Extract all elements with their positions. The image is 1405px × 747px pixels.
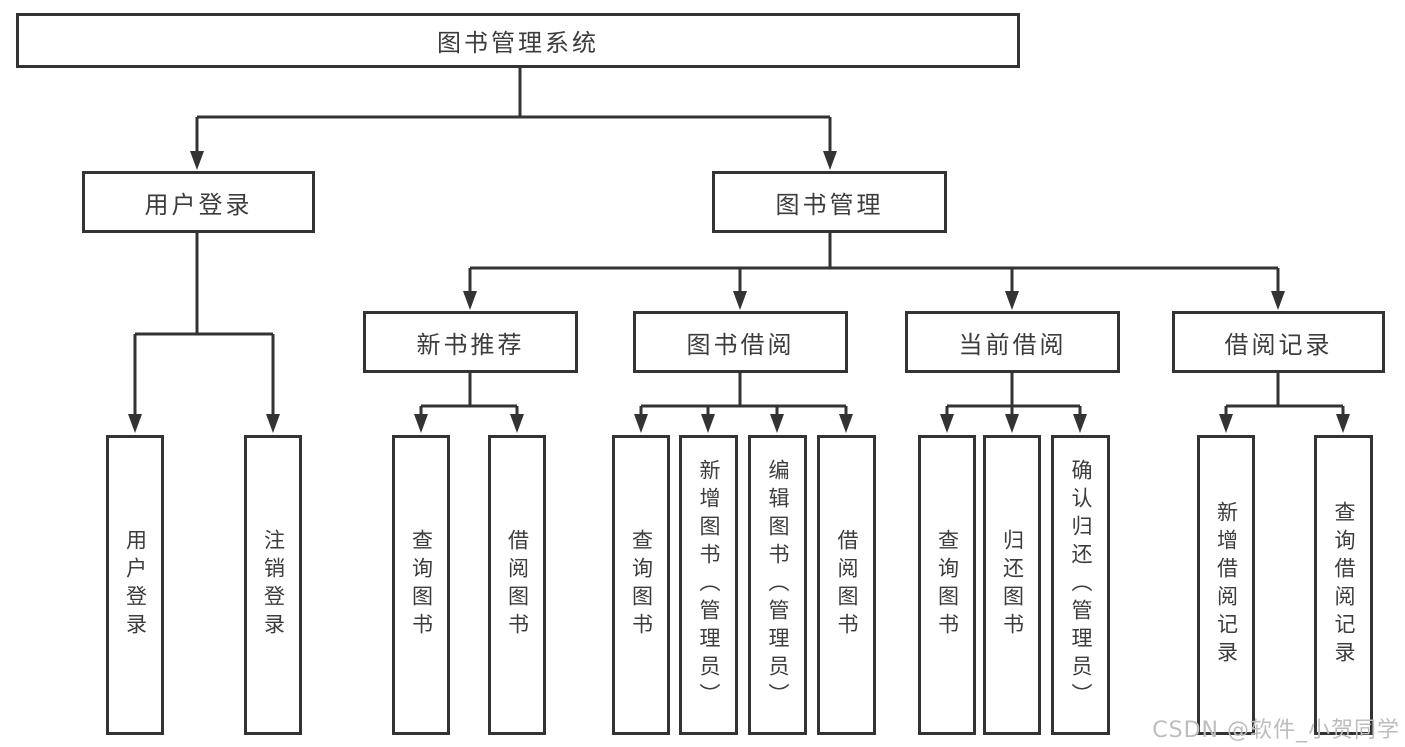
leaf-return-book-label: 归还图书 [1000,529,1025,641]
node-new-book-recommend: 新书推荐 [363,311,578,373]
node-user-login-label: 用户登录 [144,190,253,219]
node-book-management-label: 图书管理 [775,190,884,219]
leaf-borrow-books-recommend: 借阅图书 [488,435,546,735]
node-current-borrowing: 当前借阅 [905,311,1120,373]
leaf-borrow-books-borrowing: 借阅图书 [817,435,876,735]
node-borrowing-records: 借阅记录 [1172,311,1385,373]
leaf-return-book: 归还图书 [983,435,1041,735]
leaf-add-book-admin-label: 新增图书（管理员） [697,459,721,711]
leaf-confirm-return-admin: 确认归还（管理员） [1051,435,1110,735]
node-user-login: 用户登录 [82,171,315,233]
leaf-query-books-borrowing-label: 查询图书 [629,529,654,641]
leaf-add-borrow-record: 新增借阅记录 [1197,435,1255,735]
node-library-system: 图书管理系统 [16,13,1020,68]
leaf-logout-label: 注销登录 [261,529,286,641]
node-borrowing-records-label: 借阅记录 [1224,330,1333,359]
leaf-query-borrow-record: 查询借阅记录 [1314,435,1373,735]
leaf-query-books-current-label: 查询图书 [935,529,960,641]
node-book-management: 图书管理 [712,171,947,233]
node-current-borrowing-label: 当前借阅 [958,330,1067,359]
leaf-query-books-recommend-label: 查询图书 [409,529,434,641]
leaf-add-book-admin: 新增图书（管理员） [679,435,738,735]
csdn-watermark: CSDN @软件_小贺同学 [1152,718,1400,743]
leaf-borrow-books-recommend-label: 借阅图书 [505,529,530,641]
leaf-add-borrow-record-label: 新增借阅记录 [1214,501,1239,669]
leaf-logout: 注销登录 [244,435,302,735]
node-book-borrowing: 图书借阅 [633,311,848,373]
leaf-confirm-return-admin-label: 确认归还（管理员） [1069,459,1093,711]
node-library-system-label: 图书管理系统 [437,29,599,57]
node-book-borrowing-label: 图书借阅 [686,330,795,359]
leaf-query-books-borrowing: 查询图书 [612,435,670,735]
leaf-query-borrow-record-label: 查询借阅记录 [1332,501,1356,669]
leaf-edit-book-admin: 编辑图书（管理员） [748,435,807,735]
leaf-query-books-recommend: 查询图书 [392,435,450,735]
leaf-user-login: 用户登录 [106,435,164,735]
node-new-book-recommend-label: 新书推荐 [416,330,525,359]
leaf-query-books-current: 查询图书 [918,435,976,735]
leaf-user-login-label: 用户登录 [123,529,148,641]
leaf-borrow-books-borrowing-label: 借阅图书 [835,529,859,641]
leaf-edit-book-admin-label: 编辑图书（管理员） [766,459,790,711]
